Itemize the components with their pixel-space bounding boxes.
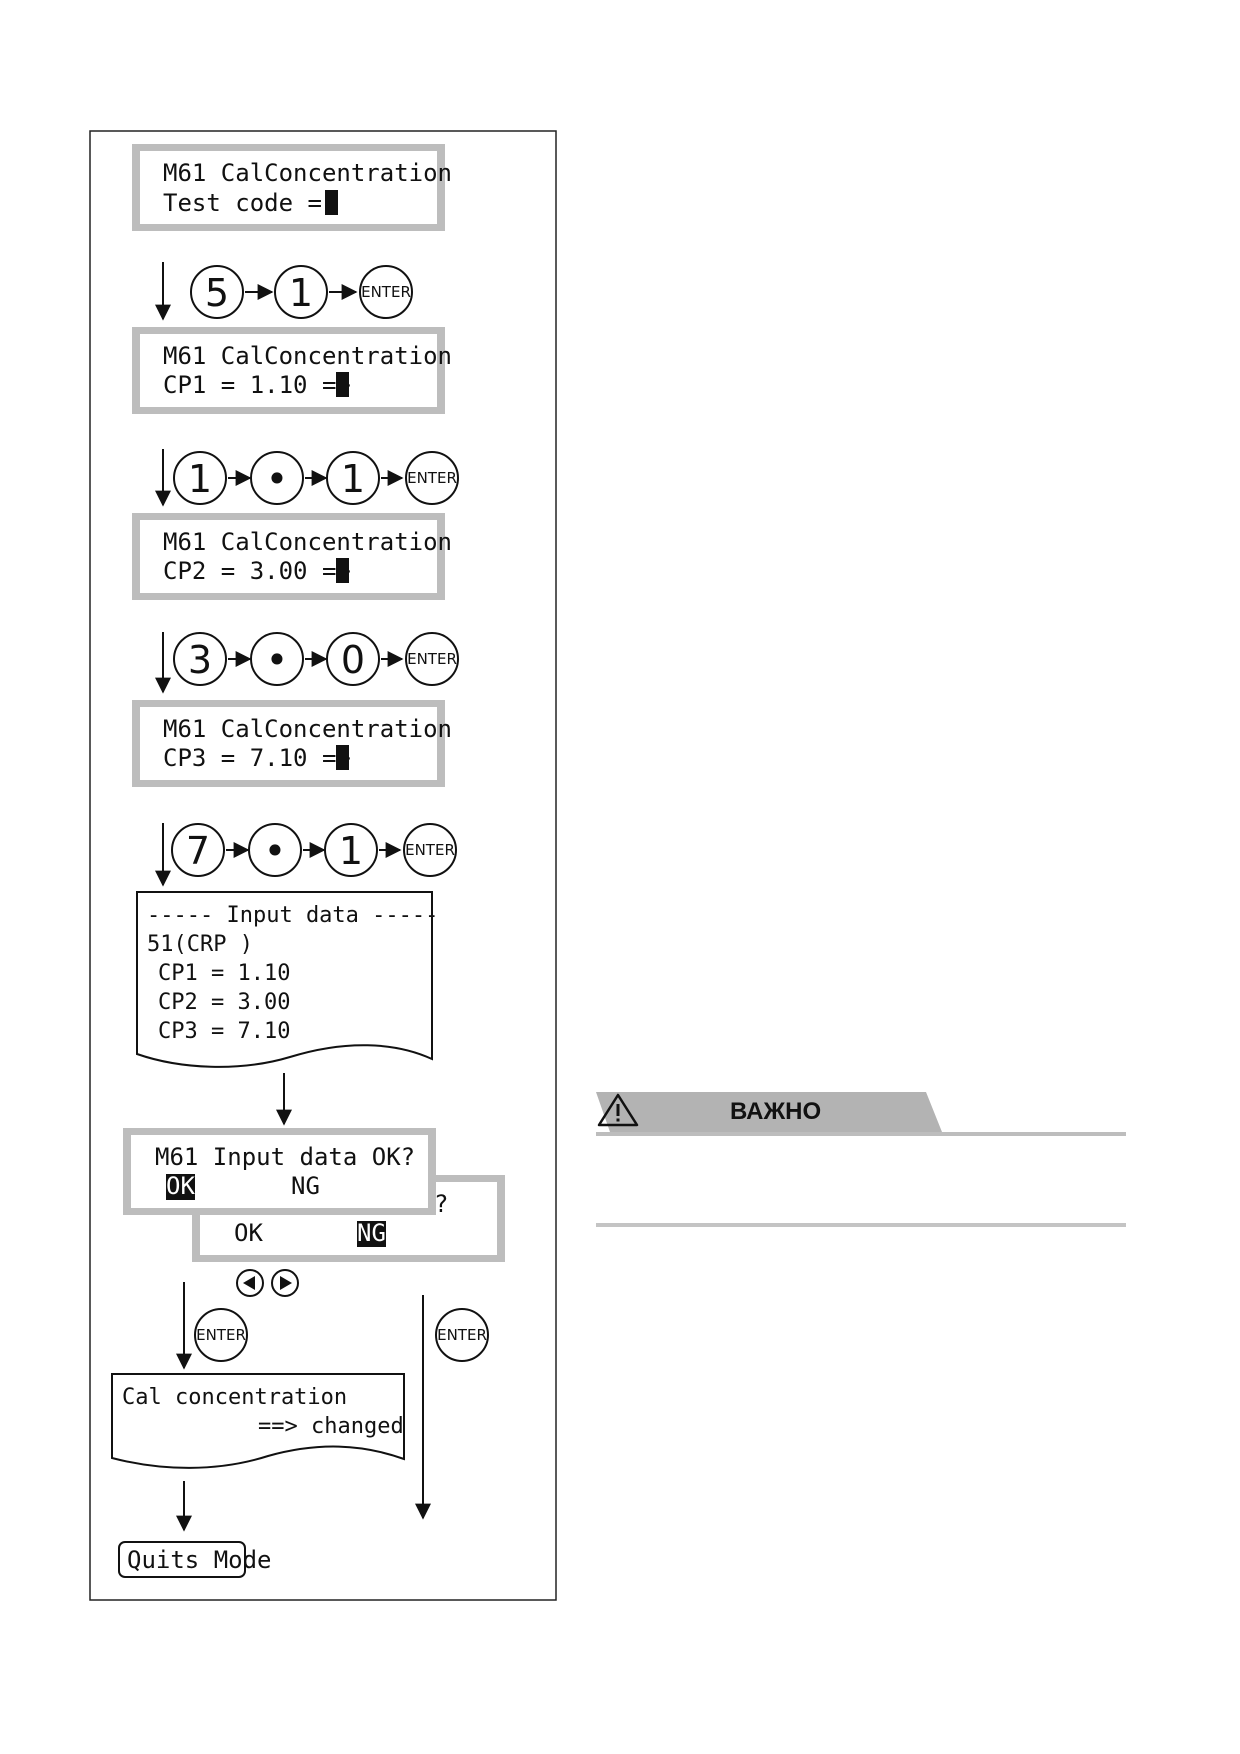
key-1: [324, 823, 378, 877]
key-decimal: [248, 823, 302, 877]
key-sequence-cp2: 3 • 0 ENTER: [173, 632, 459, 686]
quit-mode-label: Quits Mode: [127, 1546, 272, 1574]
quit-mode-box: Quits Mode: [118, 1541, 272, 1578]
printout-line-2: ==> changed: [258, 1414, 404, 1439]
key-decimal-label: •: [266, 457, 288, 501]
key-5-label: 5: [205, 271, 229, 315]
enter-key: [435, 1308, 489, 1362]
key-3: [173, 632, 227, 686]
enter-key: [359, 265, 413, 319]
lcd-line-2: CP1 = 1.10 =>: [163, 371, 351, 399]
lcd-line-2: Test code =: [163, 189, 322, 217]
printout-row-cp1: CP1 = 1.10: [158, 961, 290, 986]
lcd-line-2: CP2 = 3.00 =>: [163, 557, 351, 585]
enter-key-label: ENTER: [196, 1326, 246, 1344]
important-notice: ВАЖНО: [596, 1092, 1126, 1232]
lcd-screen-test-code: M61 CalConcentration Test code =: [132, 144, 452, 231]
key-sequence-test-code: 5 1 ENTER: [190, 265, 413, 319]
key-0: [326, 632, 380, 686]
printout-row-cp2: CP2 = 3.00: [158, 990, 290, 1015]
printout-input-data: ----- Input data ----- 51(CRP ) CP1 = 1.…: [136, 891, 438, 1068]
key-1: [326, 451, 380, 505]
key-0-label: 0: [341, 638, 365, 682]
notice-rule-bottom: [596, 1223, 1126, 1227]
key-7-label: 7: [186, 829, 210, 873]
enter-key-label: ENTER: [437, 1326, 487, 1344]
lcd-line-2: CP3 = 7.10 =>: [163, 744, 351, 772]
key-decimal: [250, 451, 304, 505]
lcd-cursor: [325, 190, 338, 215]
printout-test-code: 51(CRP ): [147, 932, 253, 957]
key-5: [190, 265, 244, 319]
ng-option-selected: NG: [357, 1219, 386, 1247]
key-1-label: 1: [341, 457, 365, 501]
ng-option-highlight: [357, 1221, 386, 1247]
printout-changed: Cal concentration ==> changed: [111, 1373, 405, 1469]
lcd-cursor: [336, 558, 349, 583]
key-1-label: 1: [188, 457, 212, 501]
lcd-screen-cp1: M61 CalConcentration CP1 = 1.10 =>: [132, 327, 452, 414]
key-sequence-cp3: 7 • 1 ENTER: [171, 823, 457, 877]
key-1: [173, 451, 227, 505]
warning-icon: [597, 1093, 639, 1127]
enter-key-label: ENTER: [361, 283, 411, 301]
key-sequence-cp1: 1 • 1 ENTER: [173, 451, 459, 505]
lcd-screen-cp3: M61 CalConcentration CP3 = 7.10 =>: [132, 700, 452, 787]
key-7: [171, 823, 225, 877]
lcd-line-1: M61 CalConcentration: [163, 342, 452, 370]
enter-key: [405, 451, 459, 505]
key-3-label: 3: [188, 638, 212, 682]
key-decimal: [250, 632, 304, 686]
printout-header: ----- Input data -----: [147, 903, 438, 928]
ok-option-highlight: [166, 1174, 195, 1200]
enter-key-label: ENTER: [405, 841, 455, 859]
enter-key-label: ENTER: [407, 650, 457, 668]
cursor-keys: [236, 1269, 299, 1297]
lcd-cursor: [336, 372, 349, 397]
key-1-label: 1: [289, 271, 313, 315]
enter-key: [194, 1308, 248, 1362]
enter-key: [403, 823, 457, 877]
lcd-line-1: M61 Input data OK?: [155, 1143, 415, 1171]
ok-option: OK: [234, 1219, 263, 1247]
lcd-cursor: [336, 745, 349, 770]
lcd-line-1: M61 CalConcentration: [163, 528, 452, 556]
enter-key: [405, 632, 459, 686]
ok-option-selected: OK: [166, 1172, 195, 1200]
key-1: [274, 265, 328, 319]
lcd-screen-confirm-ok: M61 Input data OK? OK NG: [123, 1128, 436, 1215]
notice-rule-top: [596, 1132, 1126, 1136]
notice-title: ВАЖНО: [730, 1098, 822, 1125]
lcd-screen-cp2: M61 CalConcentration CP2 = 3.00 =>: [132, 513, 452, 600]
ng-option: NG: [291, 1172, 320, 1200]
key-1-label: 1: [339, 829, 363, 873]
flow-frame: [89, 130, 557, 1601]
notice-banner: ВАЖНО: [596, 1092, 946, 1132]
lcd-line-1: M61 CalConcentration: [163, 159, 452, 187]
lcd-partial-text: ?: [434, 1190, 448, 1218]
printout-line-1: Cal concentration: [122, 1385, 347, 1410]
key-decimal-label: •: [266, 638, 288, 682]
lcd-line-1: M61 CalConcentration: [163, 715, 452, 743]
printout-row-cp3: CP3 = 7.10: [158, 1019, 290, 1044]
key-decimal-label: •: [264, 829, 286, 873]
enter-key-label: ENTER: [407, 469, 457, 487]
